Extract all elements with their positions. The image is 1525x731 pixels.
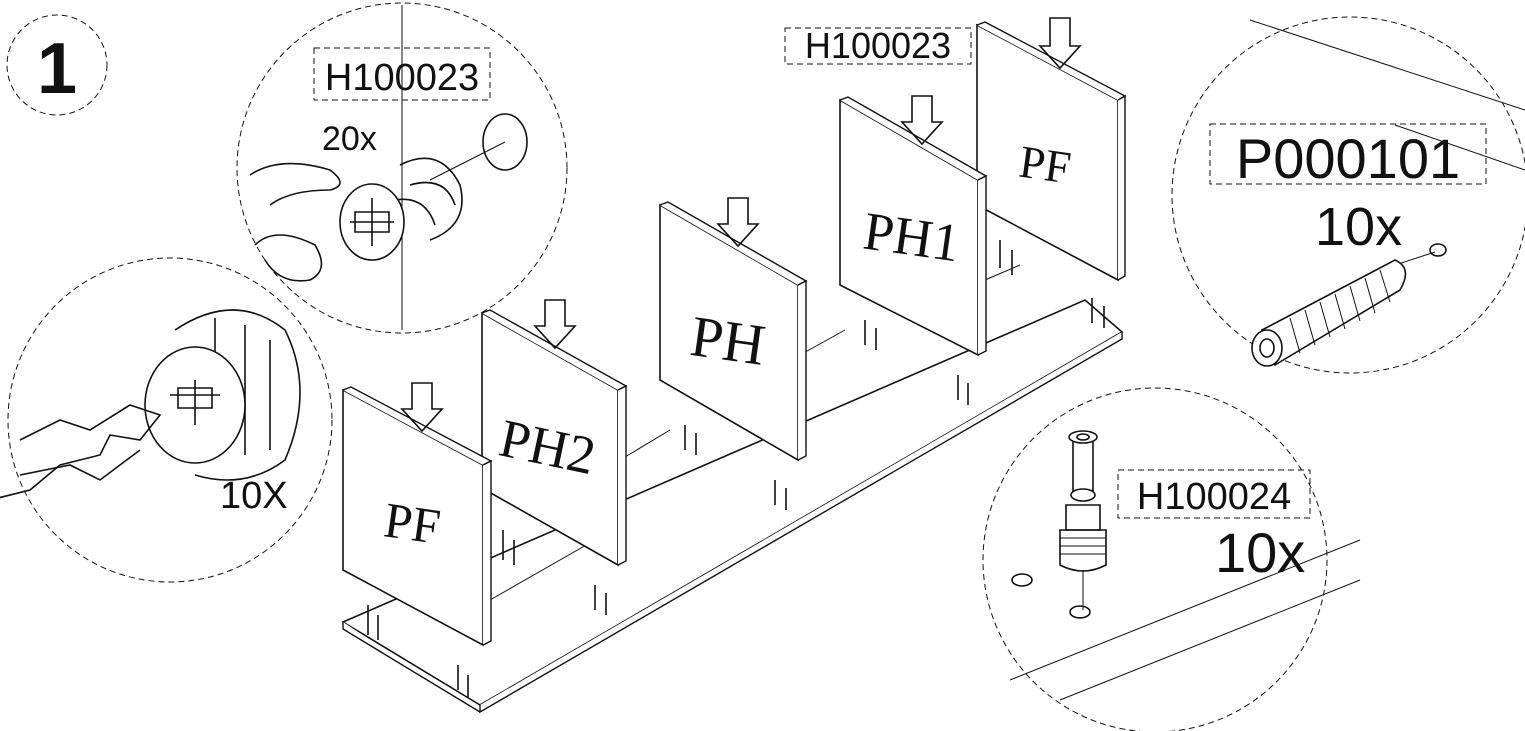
cam-pin-code: H100024 [1137, 476, 1291, 518]
dowel-icon [1251, 243, 1447, 367]
callout-cam-lock: 10X [0, 257, 333, 583]
cam-bolt-code: H100023 [325, 57, 479, 99]
dowel-quantity: 10x [1315, 197, 1402, 257]
panel-ph: PH [659, 197, 808, 462]
cam-pin-icon [1011, 430, 1107, 619]
callout-cam-pin: H100024 10x [982, 387, 1361, 731]
cam-bolt-icon [249, 113, 528, 282]
top-code-label: H100023 [805, 25, 951, 66]
cam-lock-quantity: 10X [220, 475, 288, 517]
panel-ph-label: PH [687, 303, 769, 378]
step-badge: 1 [6, 14, 108, 116]
callout-dowel: P000101 10x [1171, 16, 1525, 374]
panel-pf-back: PF H100023 [784, 17, 1127, 282]
panel-pf-front: PF [342, 382, 493, 647]
cam-pin-quantity: 10x [1215, 521, 1305, 584]
panel-ph1-label: PH1 [860, 201, 963, 274]
panel-pf-front-label: PF [381, 491, 444, 554]
panel-pf-back-label: PF [1016, 136, 1074, 194]
dowel-code: P000101 [1236, 127, 1460, 190]
base-board [341, 264, 1124, 714]
cam-lock-icon [0, 309, 301, 499]
panel-ph1: PH1 [839, 95, 988, 357]
panel-ph2: PH2 [481, 299, 628, 567]
base-hardware-pins [367, 240, 1105, 697]
callout-cam-bolt: H100023 20x [236, 2, 568, 334]
step-number: 1 [37, 29, 77, 109]
cam-bolt-quantity: 20x [322, 120, 377, 158]
